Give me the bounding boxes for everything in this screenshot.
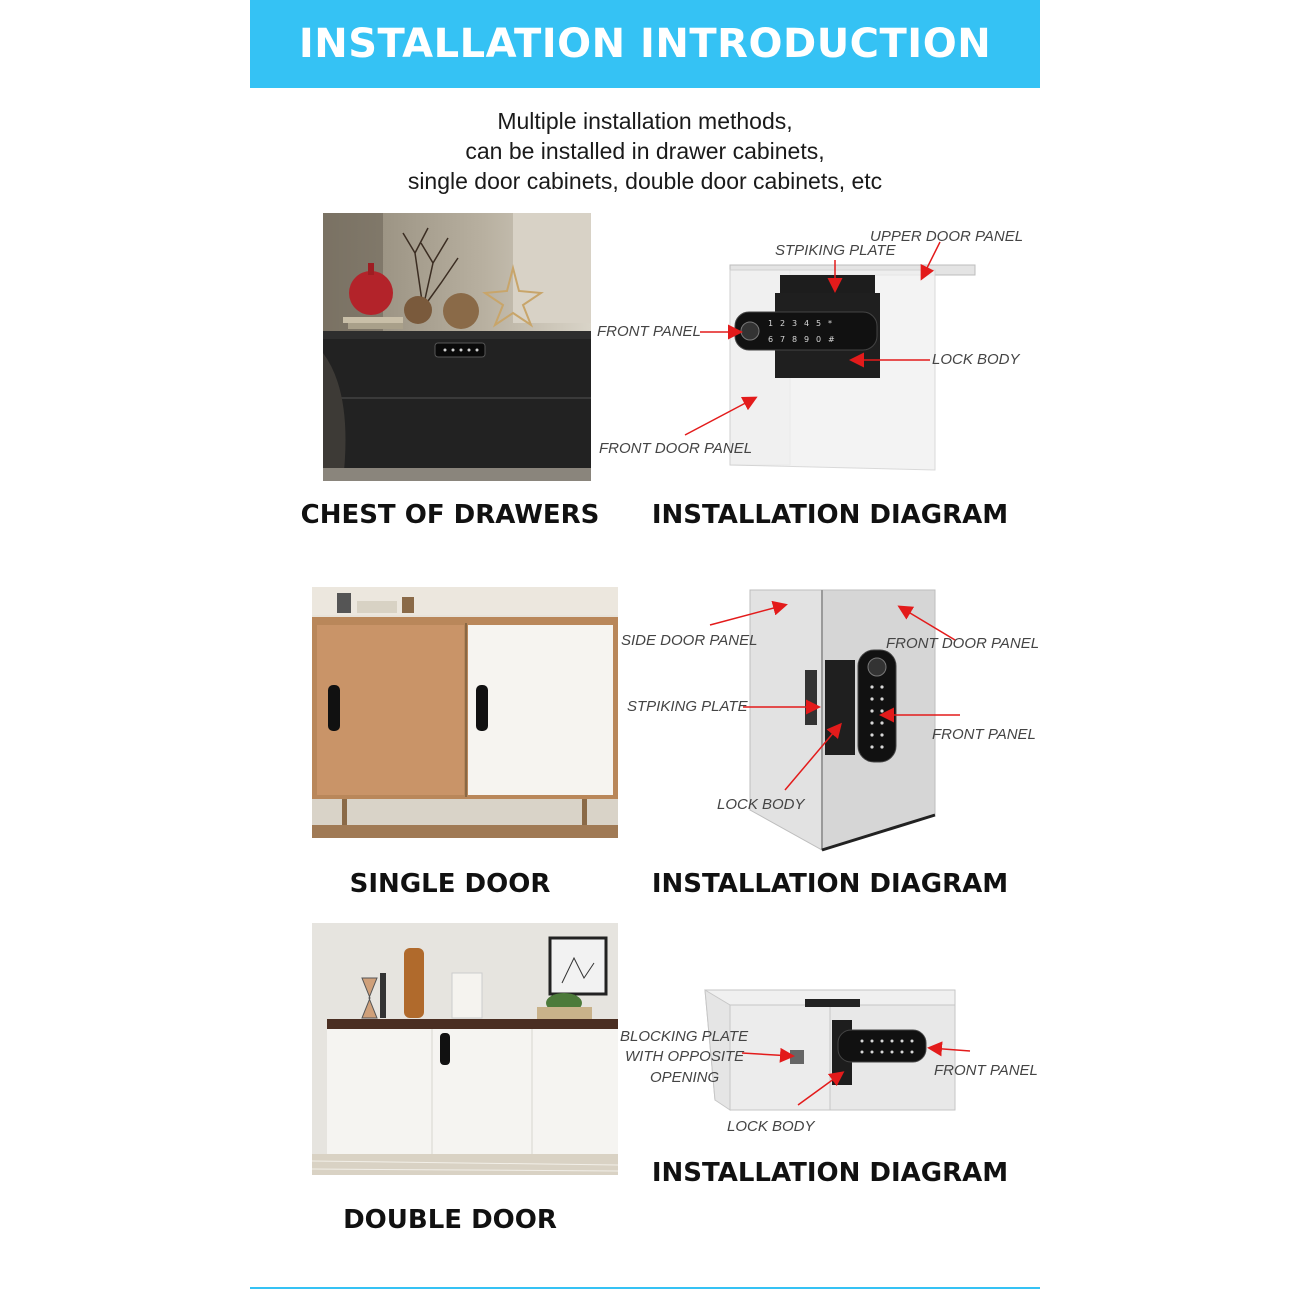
- svg-text:#: #: [828, 335, 835, 344]
- svg-text:9: 9: [804, 335, 809, 344]
- chest-of-drawers-photo: [323, 213, 591, 481]
- svg-text:8: 8: [792, 335, 797, 344]
- bottom-divider: [250, 1287, 1040, 1289]
- svg-text:3: 3: [792, 319, 797, 328]
- label-blocking-plate: WITH OPPOSITE: [625, 1048, 745, 1065]
- label-front-panel: FRONT PANEL: [932, 726, 1036, 743]
- svg-text:4: 4: [804, 319, 809, 328]
- label-lock-body: LOCK BODY: [717, 796, 805, 813]
- label-front-panel: FRONT PANEL: [934, 1062, 1038, 1079]
- label-blocking-plate: BLOCKING PLATE: [620, 1028, 749, 1045]
- label-striking-plate: STPIKING PLATE: [775, 242, 896, 259]
- label-side-door-panel: SIDE DOOR PANEL: [621, 632, 758, 649]
- label-striking-plate: STPIKING PLATE: [627, 698, 748, 715]
- label-upper-door-panel: UPPER DOOR PANEL: [870, 228, 1024, 245]
- intro-line: single door cabinets, double door cabine…: [407, 168, 883, 194]
- header-banner: INSTALLATION INTRODUCTION: [250, 0, 1040, 88]
- label-blocking-plate: OPENING: [650, 1069, 720, 1086]
- intro-line: Multiple installation methods,: [497, 108, 793, 134]
- section-caption: DOUBLE DOOR: [343, 1205, 557, 1235]
- svg-text:0: 0: [816, 335, 821, 344]
- label-lock-body: LOCK BODY: [727, 1118, 815, 1135]
- diagram-caption: INSTALLATION DIAGRAM: [651, 500, 1009, 530]
- section-caption: CHEST OF DRAWERS: [300, 500, 600, 530]
- diagram-caption: INSTALLATION DIAGRAM: [651, 1158, 1009, 1188]
- svg-text:7: 7: [780, 335, 785, 344]
- label-front-door-panel: FRONT DOOR PANEL: [599, 440, 753, 457]
- intro-line: can be installed in drawer cabinets,: [465, 138, 825, 164]
- svg-text:5: 5: [816, 319, 821, 328]
- intro-text: Multiple installation methods, can be in…: [250, 106, 1040, 196]
- svg-text:1: 1: [768, 319, 773, 328]
- label-lock-body: LOCK BODY: [932, 351, 1020, 368]
- svg-text:*: *: [828, 319, 832, 328]
- section-caption: SINGLE DOOR: [349, 869, 551, 899]
- single-door-photo: [312, 587, 618, 838]
- double-door-photo: [312, 923, 618, 1175]
- label-front-panel: FRONT PANEL: [597, 323, 701, 340]
- diagram-caption: INSTALLATION DIAGRAM: [651, 869, 1009, 899]
- label-front-door-panel: FRONT DOOR PANEL: [886, 635, 1040, 652]
- double-door-installation-diagram: BLOCKING PLATE WITH OPPOSITE OPENING FRO…: [600, 985, 1040, 1145]
- svg-text:2: 2: [780, 319, 785, 328]
- page-title: INSTALLATION INTRODUCTION: [298, 21, 992, 67]
- svg-text:6: 6: [768, 335, 773, 344]
- single-door-installation-diagram: SIDE DOOR PANEL FRONT DOOR PANEL STPIKIN…: [600, 585, 1040, 855]
